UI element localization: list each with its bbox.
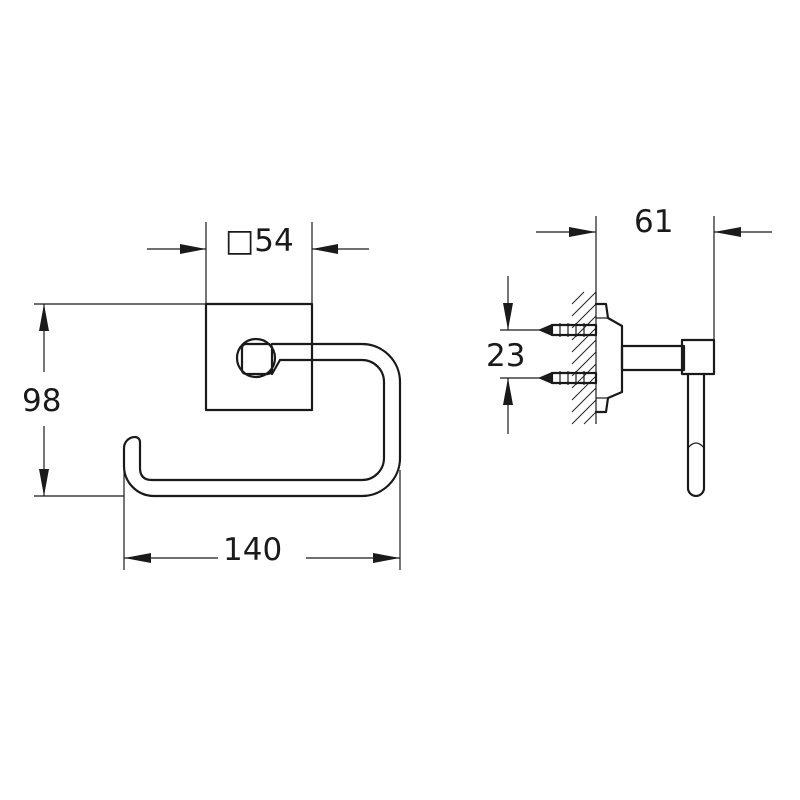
dim-square-plate: □54 [147,222,369,304]
dim-width-label: 140 [223,532,282,568]
dim-height: 98 [22,303,206,497]
dim-depth-label: 61 [634,204,673,240]
mount-knob [235,337,277,379]
tube-side [686,372,706,498]
front-view [122,302,402,498]
arm-head [680,338,716,376]
dim-width: 140 [123,470,401,570]
dim-screw-spacing-label: 23 [486,338,525,374]
holder-arm-outer [122,342,402,498]
side-view [538,291,716,498]
arm-side [620,344,686,372]
plate-side [594,302,624,414]
dim-height-label: 98 [22,383,61,419]
wall-plate [204,302,314,412]
dim-depth: 61 [536,204,772,340]
wall-hatch [571,291,597,425]
dim-square-plate-label: □54 [225,223,294,259]
dim-screw-spacing: 23 [486,276,552,434]
mount-knob-square [240,342,274,376]
